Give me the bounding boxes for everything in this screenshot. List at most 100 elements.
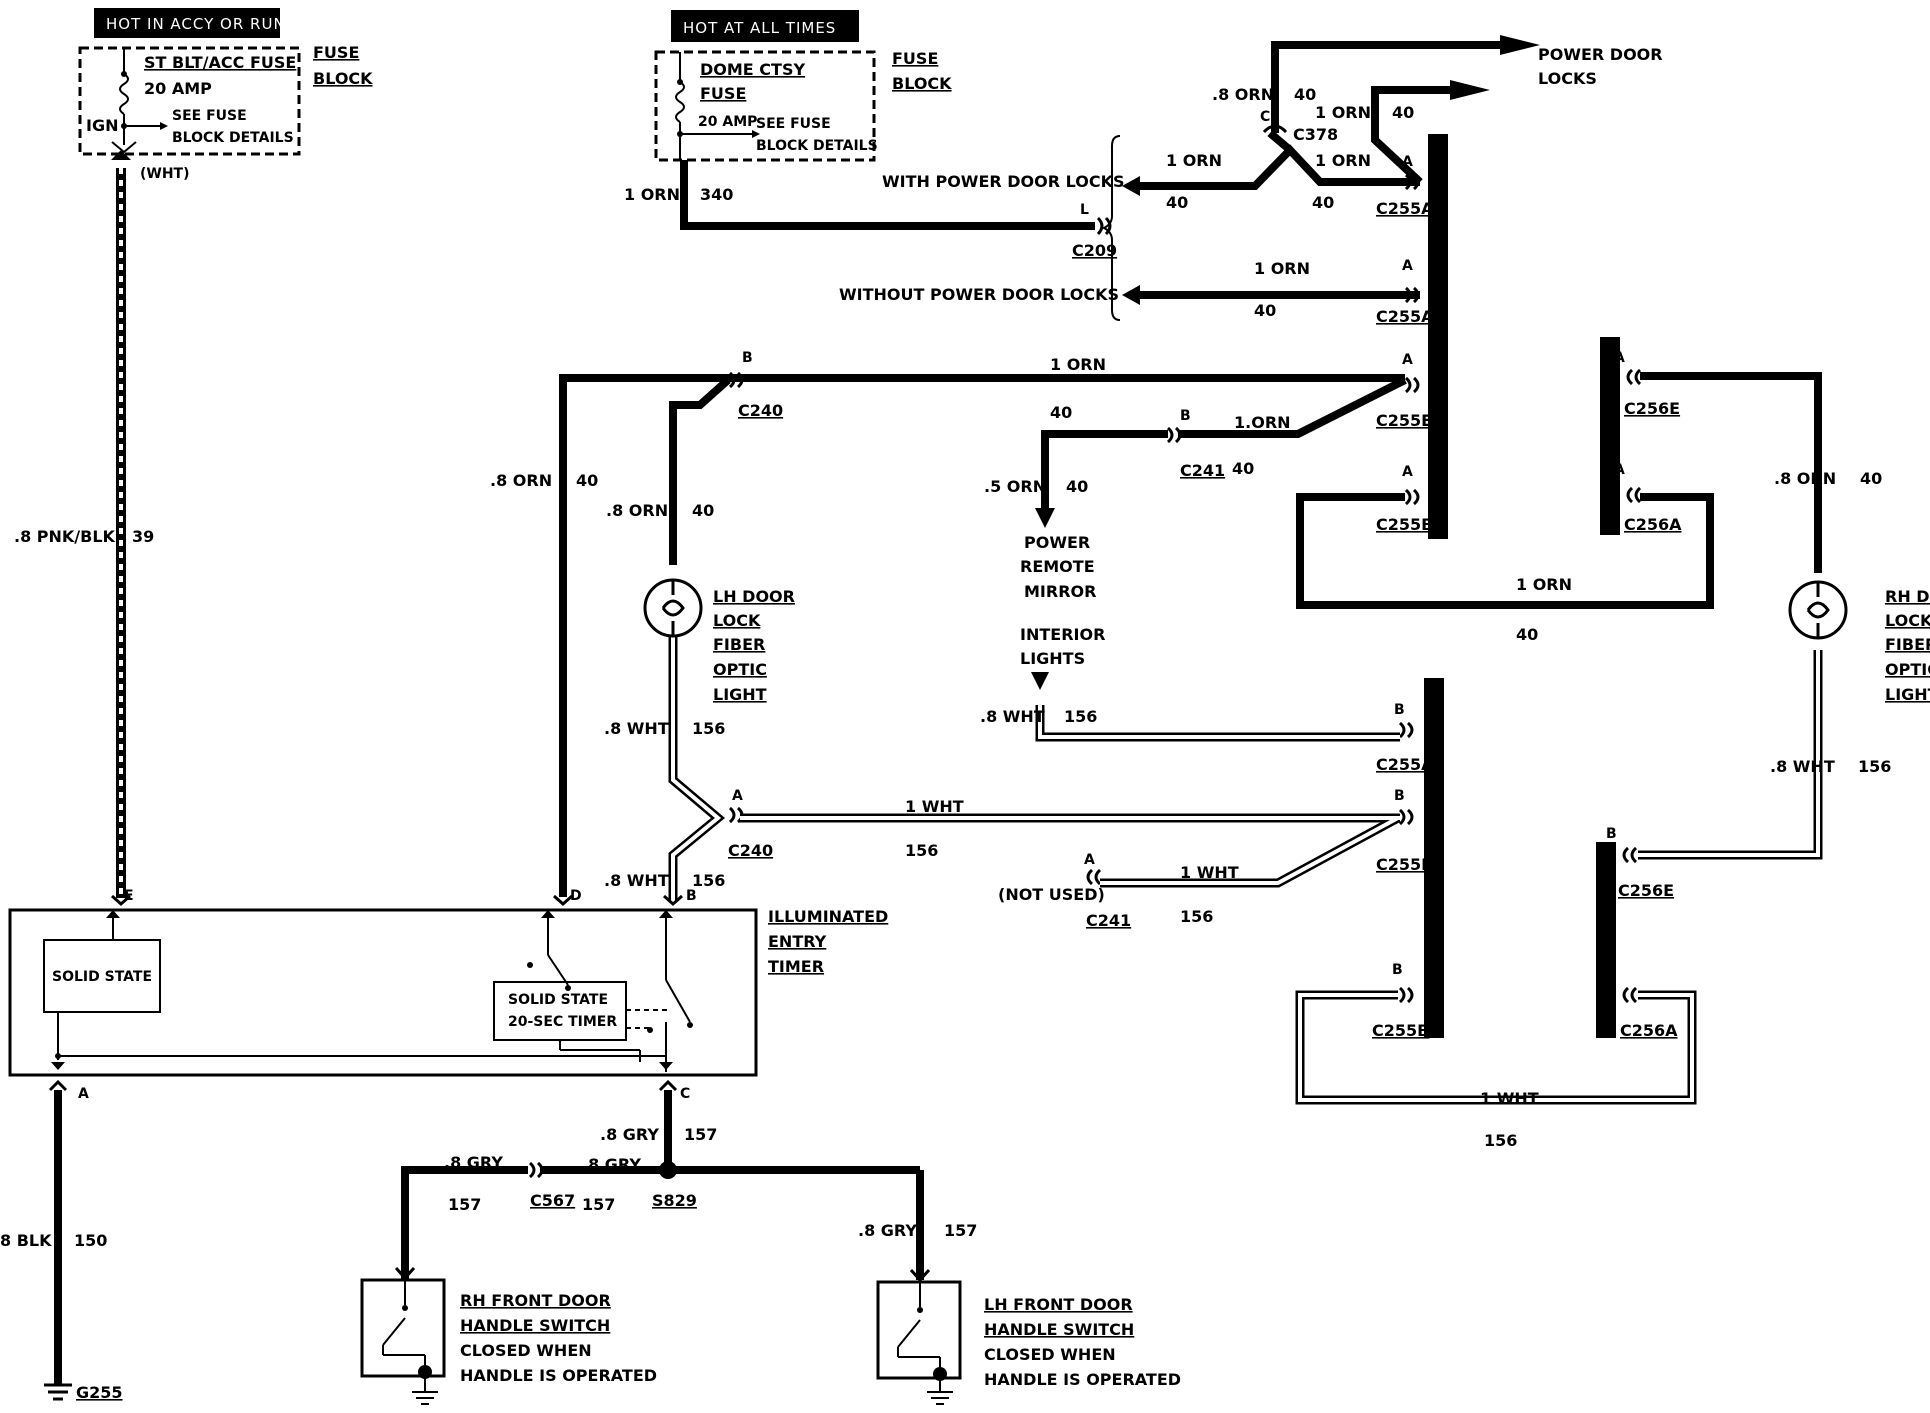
svg-text:LIGHTS: LIGHTS bbox=[1020, 649, 1085, 668]
svg-text:ENTRY: ENTRY bbox=[768, 932, 827, 951]
interior-lights-arrow-icon bbox=[1031, 672, 1049, 690]
c209-connector bbox=[1096, 216, 1112, 236]
svg-text:.8 ORN: .8 ORN bbox=[490, 471, 552, 490]
svg-text:.8 GRY: .8 GRY bbox=[600, 1125, 659, 1144]
svg-text:40: 40 bbox=[1860, 469, 1882, 488]
svg-text:WITH POWER DOOR LOCKS: WITH POWER DOOR LOCKS bbox=[882, 172, 1125, 191]
svg-text:A: A bbox=[1614, 350, 1625, 366]
c255-bar-wht bbox=[1424, 678, 1444, 1038]
svg-text:D: D bbox=[570, 888, 582, 904]
wire-labels: .8 ORN 40 1 ORN 40 1 ORN 1 ORN 40 40 1 O… bbox=[0, 85, 1891, 1250]
svg-text:E: E bbox=[124, 888, 134, 904]
svg-text:SEE FUSE: SEE FUSE bbox=[756, 116, 831, 132]
svg-text:RH FRONT DOOR: RH FRONT DOOR bbox=[460, 1291, 611, 1310]
svg-text:FUSE: FUSE bbox=[313, 43, 359, 62]
svg-text:.8 GRY: .8 GRY bbox=[582, 1155, 641, 1174]
svg-text:SOLID STATE: SOLID STATE bbox=[508, 992, 608, 1008]
svg-text:157: 157 bbox=[448, 1195, 481, 1214]
svg-text:HANDLE IS OPERATED: HANDLE IS OPERATED bbox=[984, 1370, 1181, 1389]
svg-text:G255: G255 bbox=[76, 1383, 123, 1402]
svg-text:40: 40 bbox=[1516, 625, 1538, 644]
arrow-down-icon bbox=[1035, 508, 1055, 528]
svg-text:ST BLT/ACC FUSE: ST BLT/ACC FUSE bbox=[144, 53, 296, 72]
connector-cups bbox=[528, 173, 1642, 1179]
svg-text:DOME CTSY: DOME CTSY bbox=[700, 60, 805, 79]
svg-text:40: 40 bbox=[1294, 85, 1316, 104]
svg-text:.8 WHT: .8 WHT bbox=[1770, 757, 1835, 776]
svg-text:FUSE: FUSE bbox=[700, 84, 746, 103]
svg-text:LOCK: LOCK bbox=[1885, 611, 1930, 630]
svg-text:40: 40 bbox=[692, 501, 714, 520]
svg-text:340: 340 bbox=[700, 185, 733, 204]
svg-text:1 ORN: 1 ORN bbox=[1166, 151, 1222, 170]
svg-text:A: A bbox=[1402, 154, 1413, 170]
labels: POWER DOOR LOCKS WITH POWER DOOR LOCKS W… bbox=[460, 45, 1930, 1389]
svg-text:.8 ORN: .8 ORN bbox=[1212, 85, 1274, 104]
svg-text:B: B bbox=[1606, 826, 1617, 842]
fuse-block-left: ST BLT/ACC FUSE 20 AMP IGN SEE FUSE BLOC… bbox=[78, 43, 373, 182]
lh-door-handle-switch bbox=[876, 1268, 962, 1405]
svg-text:C: C bbox=[1260, 109, 1270, 125]
svg-text:LH FRONT DOOR: LH FRONT DOOR bbox=[984, 1295, 1133, 1314]
svg-text:CLOSED WHEN: CLOSED WHEN bbox=[984, 1345, 1116, 1364]
svg-text:C256E: C256E bbox=[1624, 399, 1680, 418]
svg-text:20 AMP: 20 AMP bbox=[698, 114, 757, 130]
svg-text:.8 WHT: .8 WHT bbox=[980, 707, 1045, 726]
svg-text:B: B bbox=[1606, 966, 1617, 982]
c378-connector bbox=[1262, 124, 1288, 134]
svg-text:156: 156 bbox=[1858, 757, 1891, 776]
svg-text:1 WHT: 1 WHT bbox=[1480, 1089, 1539, 1108]
svg-text:LH DOOR: LH DOOR bbox=[713, 587, 795, 606]
svg-text:C241: C241 bbox=[1086, 911, 1131, 930]
svg-text:IGN: IGN bbox=[86, 116, 118, 135]
svg-text:156: 156 bbox=[1180, 907, 1213, 926]
fuse-icon bbox=[675, 81, 685, 123]
arrow-left-icon bbox=[1122, 285, 1140, 305]
svg-text:.5 ORN: .5 ORN bbox=[984, 477, 1046, 496]
svg-text:HOT AT ALL TIMES: HOT AT ALL TIMES bbox=[683, 19, 836, 37]
svg-text:(WHT): (WHT) bbox=[140, 166, 190, 182]
svg-text:157: 157 bbox=[944, 1221, 977, 1240]
svg-text:156: 156 bbox=[692, 719, 725, 738]
svg-text:157: 157 bbox=[582, 1195, 615, 1214]
header-hot-accy-run: HOT IN ACCY OR RUN bbox=[94, 8, 286, 38]
svg-text:156: 156 bbox=[905, 841, 938, 860]
svg-text:1 ORN: 1 ORN bbox=[1516, 575, 1572, 594]
svg-text:C255A: C255A bbox=[1376, 199, 1434, 218]
svg-text:156: 156 bbox=[1064, 707, 1097, 726]
svg-text:C256A: C256A bbox=[1624, 515, 1682, 534]
svg-text:40: 40 bbox=[1050, 403, 1072, 422]
c256-bar-wht bbox=[1596, 842, 1616, 1038]
svg-text:.8 ORN: .8 ORN bbox=[1774, 469, 1836, 488]
svg-text:HANDLE SWITCH: HANDLE SWITCH bbox=[460, 1316, 610, 1335]
svg-text:S829: S829 bbox=[652, 1191, 697, 1210]
svg-text:1 WHT: 1 WHT bbox=[905, 797, 964, 816]
rh-door-handle-switch bbox=[360, 1266, 446, 1405]
svg-text:FIBER: FIBER bbox=[1885, 635, 1930, 654]
svg-text:C378: C378 bbox=[1293, 125, 1338, 144]
splice-s829 bbox=[659, 1161, 677, 1179]
svg-text:C255E: C255E bbox=[1376, 411, 1432, 430]
timer-box bbox=[493, 981, 627, 1041]
svg-text:A: A bbox=[78, 1086, 89, 1102]
svg-text:C256A: C256A bbox=[1620, 1021, 1678, 1040]
svg-text:OPTIC: OPTIC bbox=[713, 660, 767, 679]
svg-text:RH DOOR: RH DOOR bbox=[1885, 587, 1930, 606]
svg-text:B: B bbox=[686, 888, 697, 904]
lh-fiber-optic-light-icon bbox=[643, 578, 703, 638]
svg-text:A: A bbox=[1402, 464, 1413, 480]
svg-text:HOT IN ACCY OR RUN: HOT IN ACCY OR RUN bbox=[106, 15, 286, 33]
svg-text:40: 40 bbox=[1312, 193, 1334, 212]
svg-text:A: A bbox=[1402, 258, 1413, 274]
svg-text:FUSE: FUSE bbox=[892, 49, 938, 68]
svg-text:1 ORN: 1 ORN bbox=[1050, 355, 1106, 374]
svg-text:.8 WHT: .8 WHT bbox=[604, 719, 669, 738]
arrow-right-icon bbox=[1450, 80, 1490, 100]
c255-bar-orn bbox=[1428, 134, 1448, 539]
svg-text:POWER: POWER bbox=[1024, 533, 1090, 552]
svg-text:C255A: C255A bbox=[1376, 307, 1434, 326]
svg-text:CLOSED WHEN: CLOSED WHEN bbox=[460, 1341, 592, 1360]
svg-text:C: C bbox=[680, 1086, 690, 1102]
svg-text:HANDLE IS OPERATED: HANDLE IS OPERATED bbox=[460, 1366, 657, 1385]
